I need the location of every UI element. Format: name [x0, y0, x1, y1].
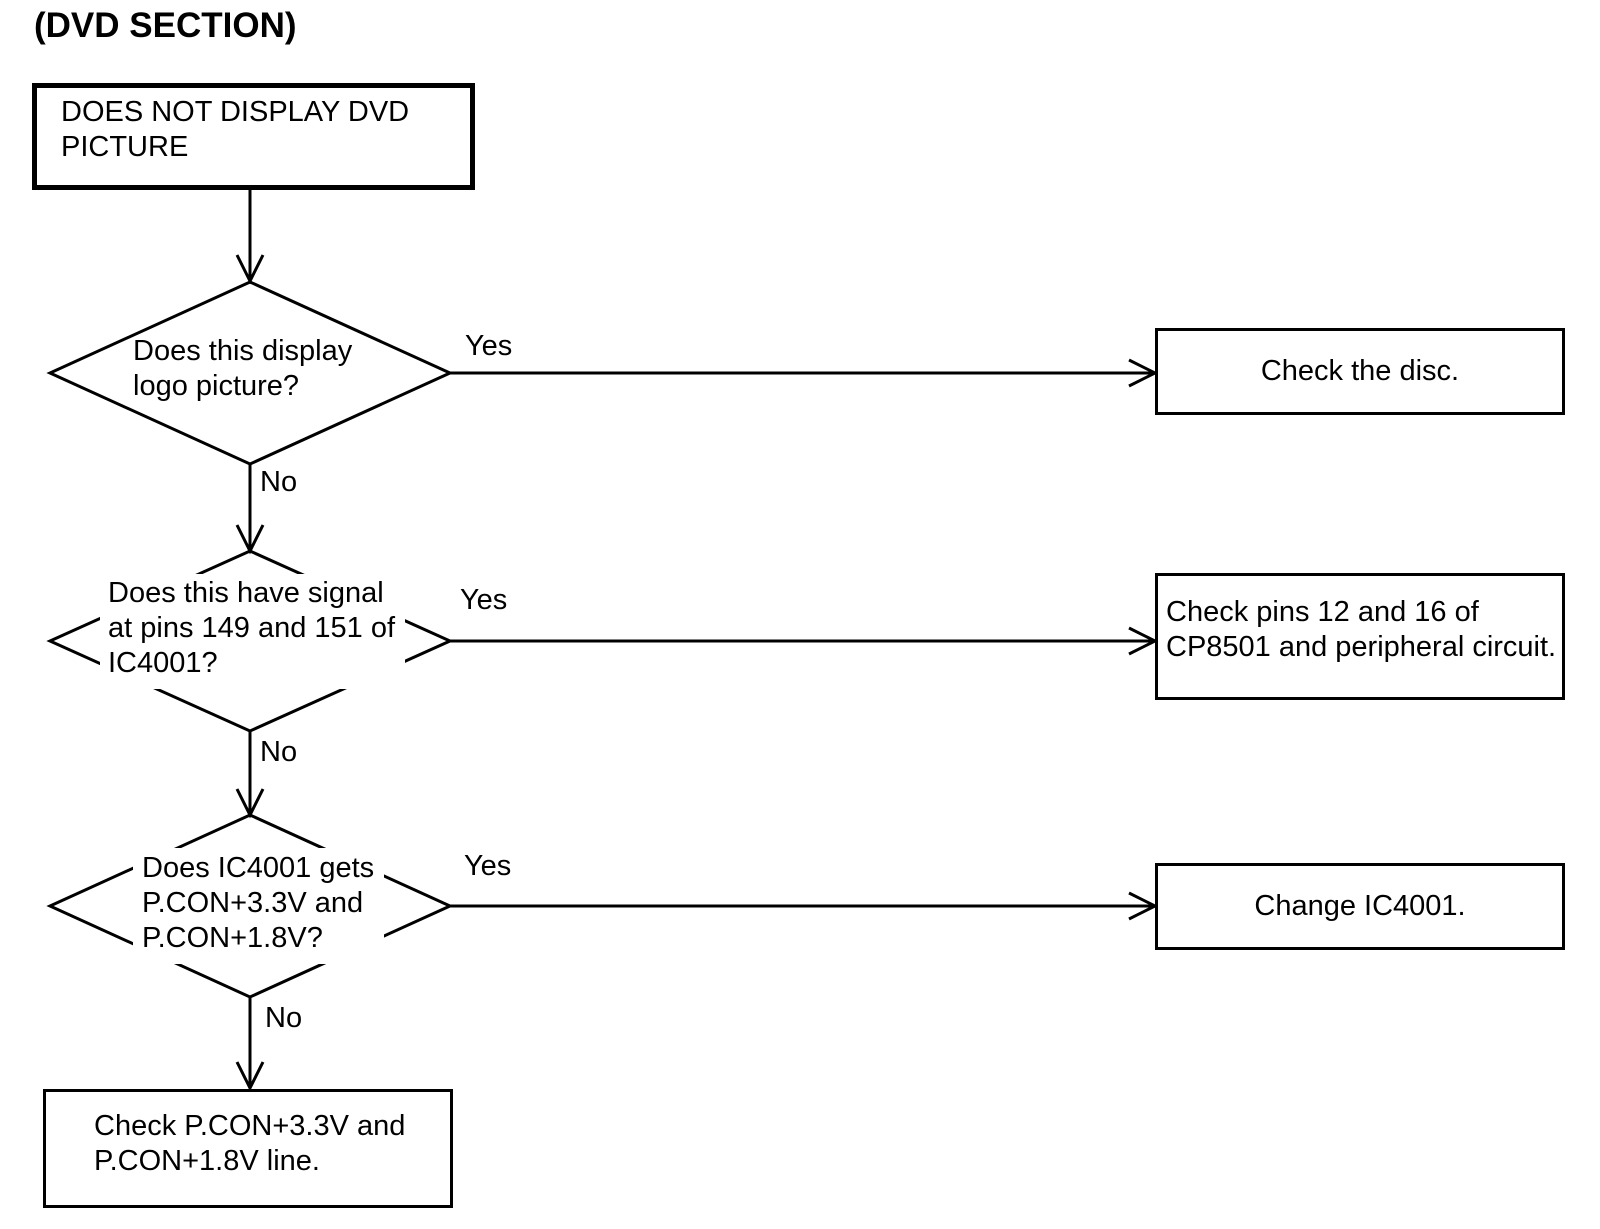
- edge-label-no-2: No: [260, 736, 298, 768]
- edge-label-yes-3: Yes: [464, 850, 512, 882]
- decision2-text: Does this have signal at pins 149 and 15…: [100, 574, 406, 689]
- decision3-text: Does IC4001 gets P.CON+3.3V and P.CON+1.…: [133, 848, 385, 964]
- end-node: Check P.CON+3.3V and P.CON+1.8V line.: [43, 1089, 453, 1208]
- arrowhead-into-decision1: [235, 254, 265, 285]
- edge-label-yes-1: Yes: [465, 330, 513, 362]
- result3-node: Change IC4001.: [1155, 863, 1565, 950]
- edge-label-no-1: No: [260, 466, 298, 498]
- section-title: (DVD SECTION): [34, 6, 297, 45]
- edge-label-no-3: No: [265, 1002, 303, 1034]
- decision1-text: Does this display logo picture?: [133, 335, 353, 402]
- start-node: DOES NOT DISPLAY DVD PICTURE: [32, 83, 475, 190]
- result1-node: Check the disc.: [1155, 328, 1565, 415]
- arrowhead-into-end: [235, 1061, 265, 1092]
- result2-node: Check pins 12 and 16 of CP8501 and perip…: [1155, 573, 1565, 700]
- arrowhead-into-decision3: [235, 788, 265, 819]
- edge-label-yes-2: Yes: [460, 584, 508, 616]
- arrowhead-into-decision2: [235, 524, 265, 555]
